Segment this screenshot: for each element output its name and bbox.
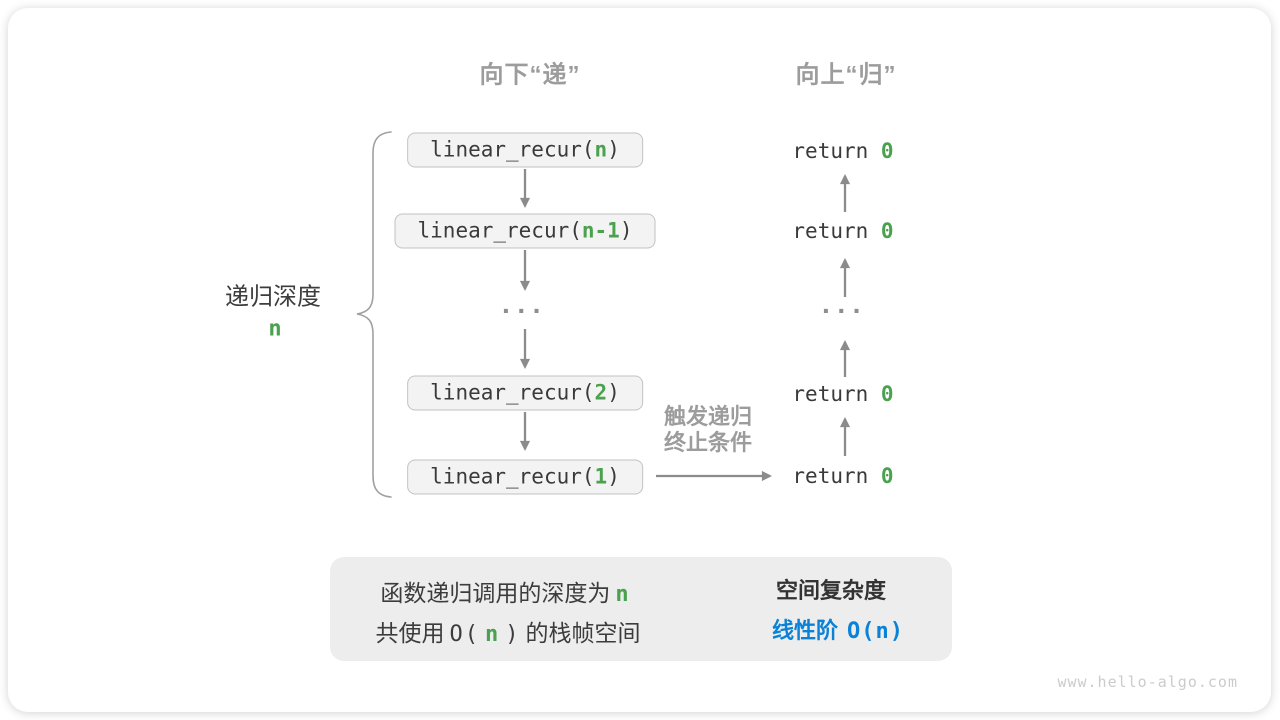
return-statement: return 0 (792, 219, 894, 243)
column-title-descend: 向下“递” (479, 61, 581, 89)
return-statement: return 0 (792, 139, 894, 163)
call-frame-n: linear_recur(n) (407, 132, 643, 168)
call-stack-ellipsis: ··· (502, 295, 548, 326)
return-statement: return 0 (792, 464, 894, 488)
watermark: www.hello-algo.com (1057, 673, 1238, 691)
depth-value: n (268, 316, 282, 342)
result-title: 空间复杂度 (775, 578, 887, 603)
column-title-ascend: 向上“归” (795, 61, 897, 89)
call-frame-n-1: linear_recur(n-1) (394, 213, 656, 249)
call-frame-1: linear_recur(1) (407, 459, 643, 495)
return-statement: return 0 (792, 382, 894, 406)
call-frame-2: linear_recur(2) (407, 375, 643, 411)
summary-panel (330, 557, 952, 661)
termination-label: 触发递归 终止条件 (663, 404, 753, 455)
return-column-ellipsis: ··· (822, 295, 868, 326)
depth-label: 递归深度 (225, 283, 321, 311)
